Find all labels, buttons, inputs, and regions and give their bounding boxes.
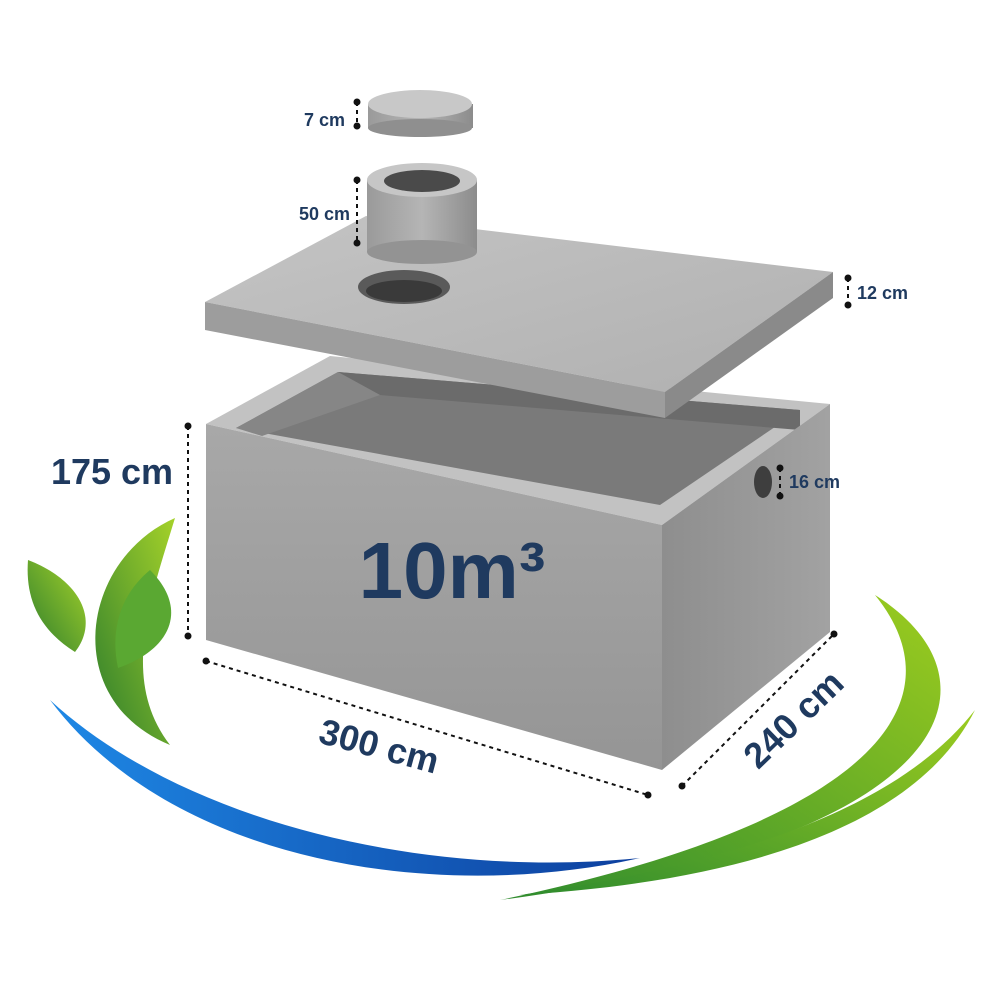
tank-lid: [205, 216, 833, 418]
riser-ring: [367, 163, 477, 264]
tank-body: [206, 356, 830, 770]
decorative-swoosh-green: [500, 595, 975, 900]
dimension-lines: [184, 98, 852, 799]
height-label: 175 cm: [51, 451, 173, 492]
decorative-swoosh-blue: [50, 700, 640, 876]
length-label: 300 cm: [315, 710, 444, 781]
riser-height-label: 50 cm: [299, 204, 350, 224]
lid-thickness-label: 12 cm: [857, 283, 908, 303]
leaf-icon-group: [27, 518, 175, 745]
manhole-cap: [368, 90, 473, 137]
lid-side-edge: [665, 272, 833, 418]
lid-front-edge: [205, 302, 665, 418]
lid-top: [205, 216, 833, 392]
leaf-icon: [115, 570, 172, 668]
tank-front-face: [206, 424, 662, 770]
tank-side-face: [662, 404, 830, 770]
pipe-hole-label: 16 cm: [789, 472, 840, 492]
volume-label: 10m³: [359, 526, 546, 615]
cap-thickness-label: 7 cm: [304, 110, 345, 130]
leaf-icon: [27, 560, 86, 652]
pipe-hole: [754, 466, 772, 498]
